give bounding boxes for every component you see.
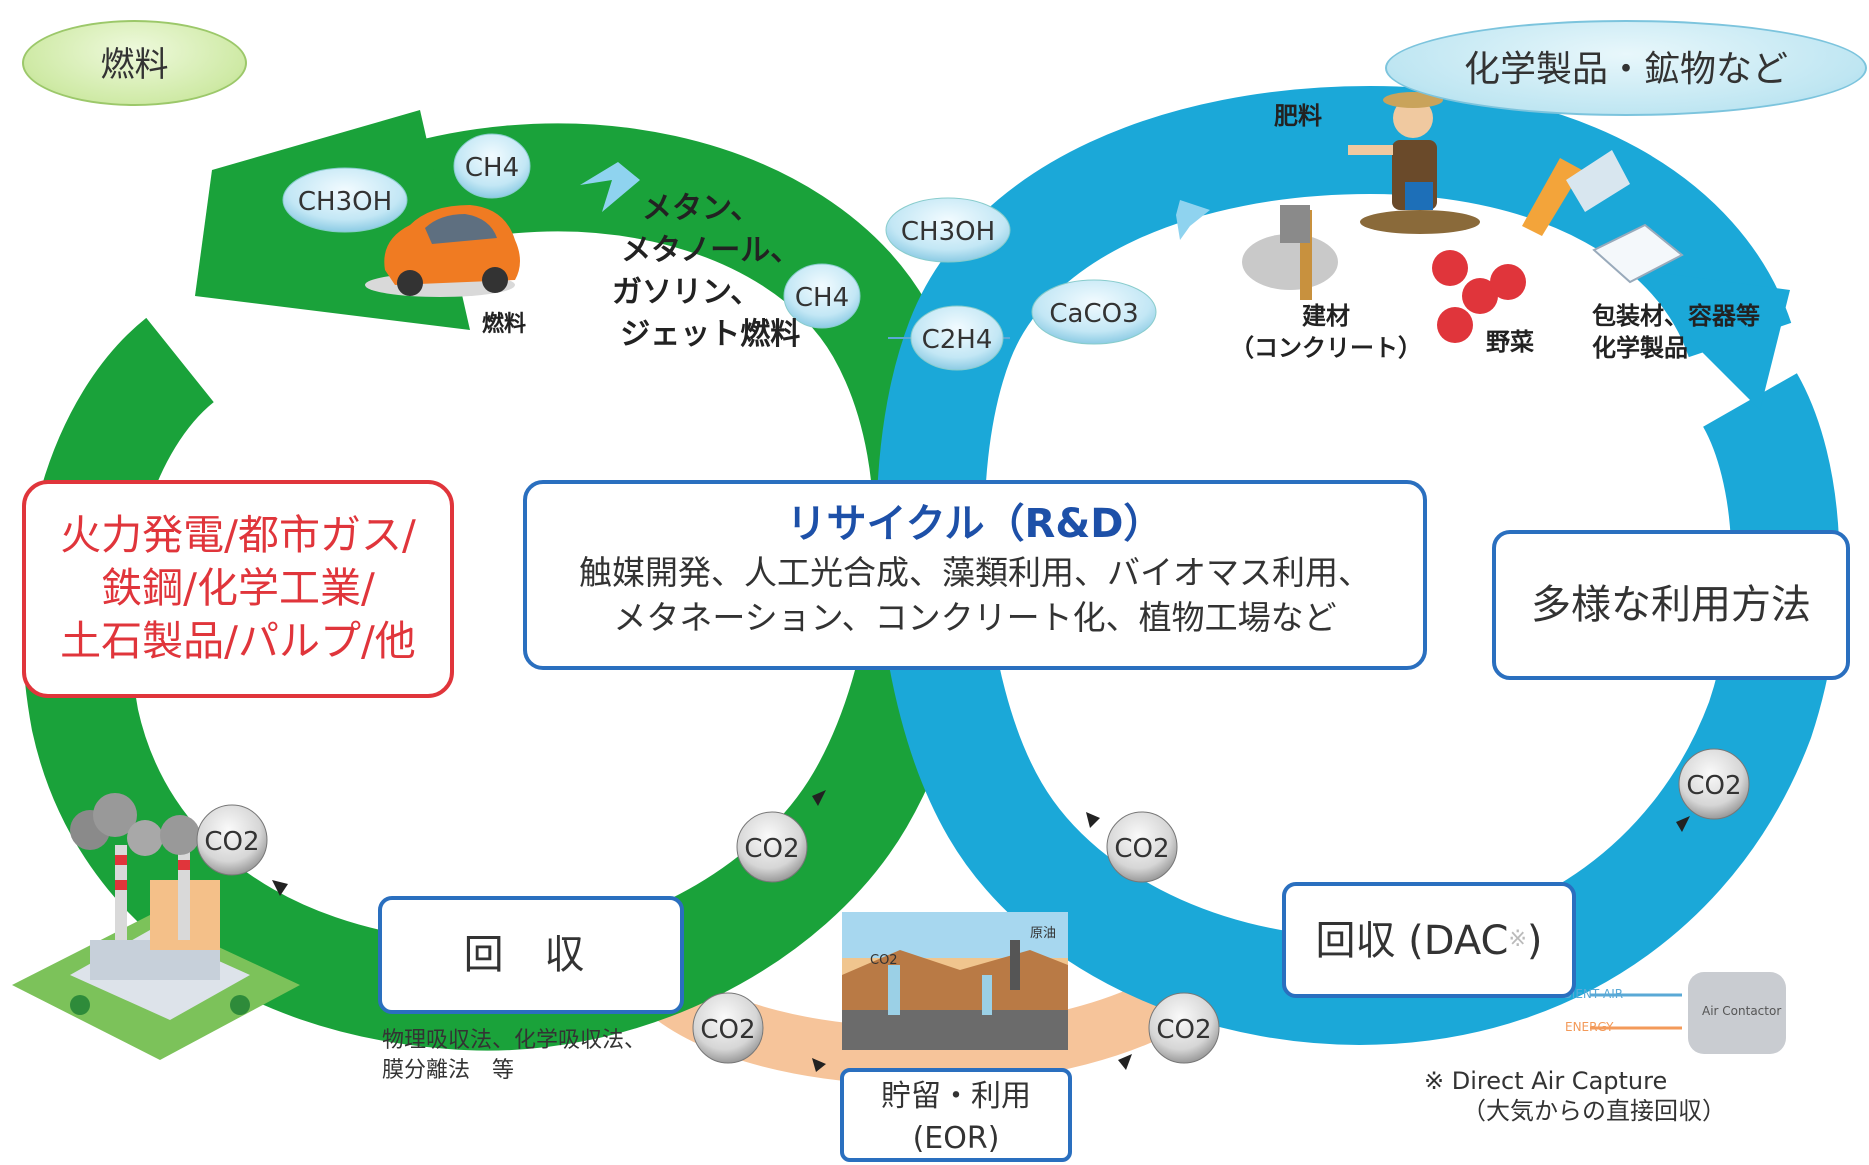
dac-footnote: ※ Direct Air Capture （大気からの直接回収） (1424, 1067, 1726, 1125)
svg-text:CH3OH: CH3OH (298, 187, 392, 217)
co2-badge: CO2 (1678, 748, 1750, 820)
co2-badge: CO2 (1148, 992, 1220, 1064)
building-material-illustration (1242, 205, 1338, 300)
recycle-rd-box: リサイクル（R&D） 触媒開発、人工光合成、藻類利用、バイオマス利用、 メタネー… (523, 480, 1427, 670)
molecule-ch4: CH4 (783, 263, 861, 329)
molecule-ch3oh: CH3OH (885, 197, 1011, 263)
svg-text:CO2: CO2 (1686, 771, 1741, 801)
eor-co2-label: CO2 (870, 953, 898, 968)
svg-text:CO2: CO2 (204, 827, 259, 857)
packaging-label: 包装材、容器等 化学製品 (1592, 302, 1760, 362)
capture-methods-label: 物理吸収法、化学吸収法、 膜分離法 等 (382, 1028, 647, 1083)
storage-eor-box: 貯留・利用 (EOR) (840, 1068, 1072, 1162)
svg-text:CO2: CO2 (744, 834, 799, 864)
molecule-ch3oh: CH3OH (282, 167, 408, 233)
molecule-ch4: CH4 (453, 133, 531, 199)
svg-text:CH4: CH4 (465, 153, 519, 183)
dac-capture-box: 回収 (DAC※) (1282, 882, 1576, 998)
recycle-title: リサイクル（R&D） (786, 501, 1164, 547)
dac-contactor: Air Contactor (1702, 1004, 1781, 1018)
svg-text:CO2: CO2 (1156, 1015, 1211, 1045)
co2-badge: CO2 (1106, 811, 1178, 883)
svg-text:CO2: CO2 (700, 1015, 755, 1045)
co2-badge: CO2 (196, 804, 268, 876)
utilization-box: 多様な利用方法 (1492, 530, 1850, 680)
blue-cycle-arrowhead (1640, 270, 1790, 410)
flow-arrow-icon (812, 790, 826, 806)
chemicals-category-label: 化学製品・鉱物など (1385, 20, 1867, 116)
fuel-category-label: 燃料 (22, 20, 247, 106)
chevron-arrow-icon (580, 162, 640, 212)
factory-illustration (12, 793, 300, 1060)
building-material-label: 建材 （コンクリート） (1230, 302, 1422, 362)
vegetables-illustration (1432, 250, 1526, 343)
emission-sources-box: 火力発電/都市ガス/ 鉄鋼/化学工業/ 土石製品/パルプ/他 (22, 480, 454, 698)
co2-badge: CO2 (692, 992, 764, 1064)
dac-illustration: AMBIENT AIR ENERGY Air Contactor (1545, 972, 1786, 1054)
molecule-caco3: CaCO3 (1031, 279, 1157, 345)
capture-box: 回 収 (378, 896, 684, 1014)
flow-arrow-icon (1118, 1054, 1132, 1070)
fertilizer-label: 肥料 (1274, 102, 1322, 130)
flow-arrow-icon (1676, 816, 1690, 832)
molecule-c2h4: C2H4 (910, 305, 1004, 371)
car-fuel-label: 燃料 (482, 312, 527, 337)
svg-text:CH4: CH4 (795, 283, 849, 313)
svg-text:CaCO3: CaCO3 (1049, 299, 1138, 329)
svg-text:CO2: CO2 (1114, 834, 1169, 864)
eor-oil-label: 原油 (1030, 926, 1056, 941)
svg-text:CH3OH: CH3OH (901, 217, 995, 247)
fuel-products-label: メタン、 メタノール、 ガソリン、 ジェット燃料 (612, 191, 801, 352)
vegetables-label: 野菜 (1486, 328, 1534, 356)
packaging-illustration (1522, 150, 1684, 284)
eor-storage-illustration: CO2 原油 (842, 912, 1068, 1050)
flow-arrow-icon (272, 880, 288, 896)
blue-cycle-loop (876, 85, 1840, 1045)
flow-arrow-icon (1086, 812, 1100, 828)
farmer-illustration (1348, 92, 1480, 234)
car-illustration (365, 205, 520, 297)
co2-badge: CO2 (736, 811, 808, 883)
flow-arrow-icon (812, 1058, 826, 1072)
chevron-arrow-icon (1176, 200, 1210, 240)
svg-text:C2H4: C2H4 (922, 325, 993, 355)
dac-energy: ENERGY (1565, 1020, 1614, 1034)
